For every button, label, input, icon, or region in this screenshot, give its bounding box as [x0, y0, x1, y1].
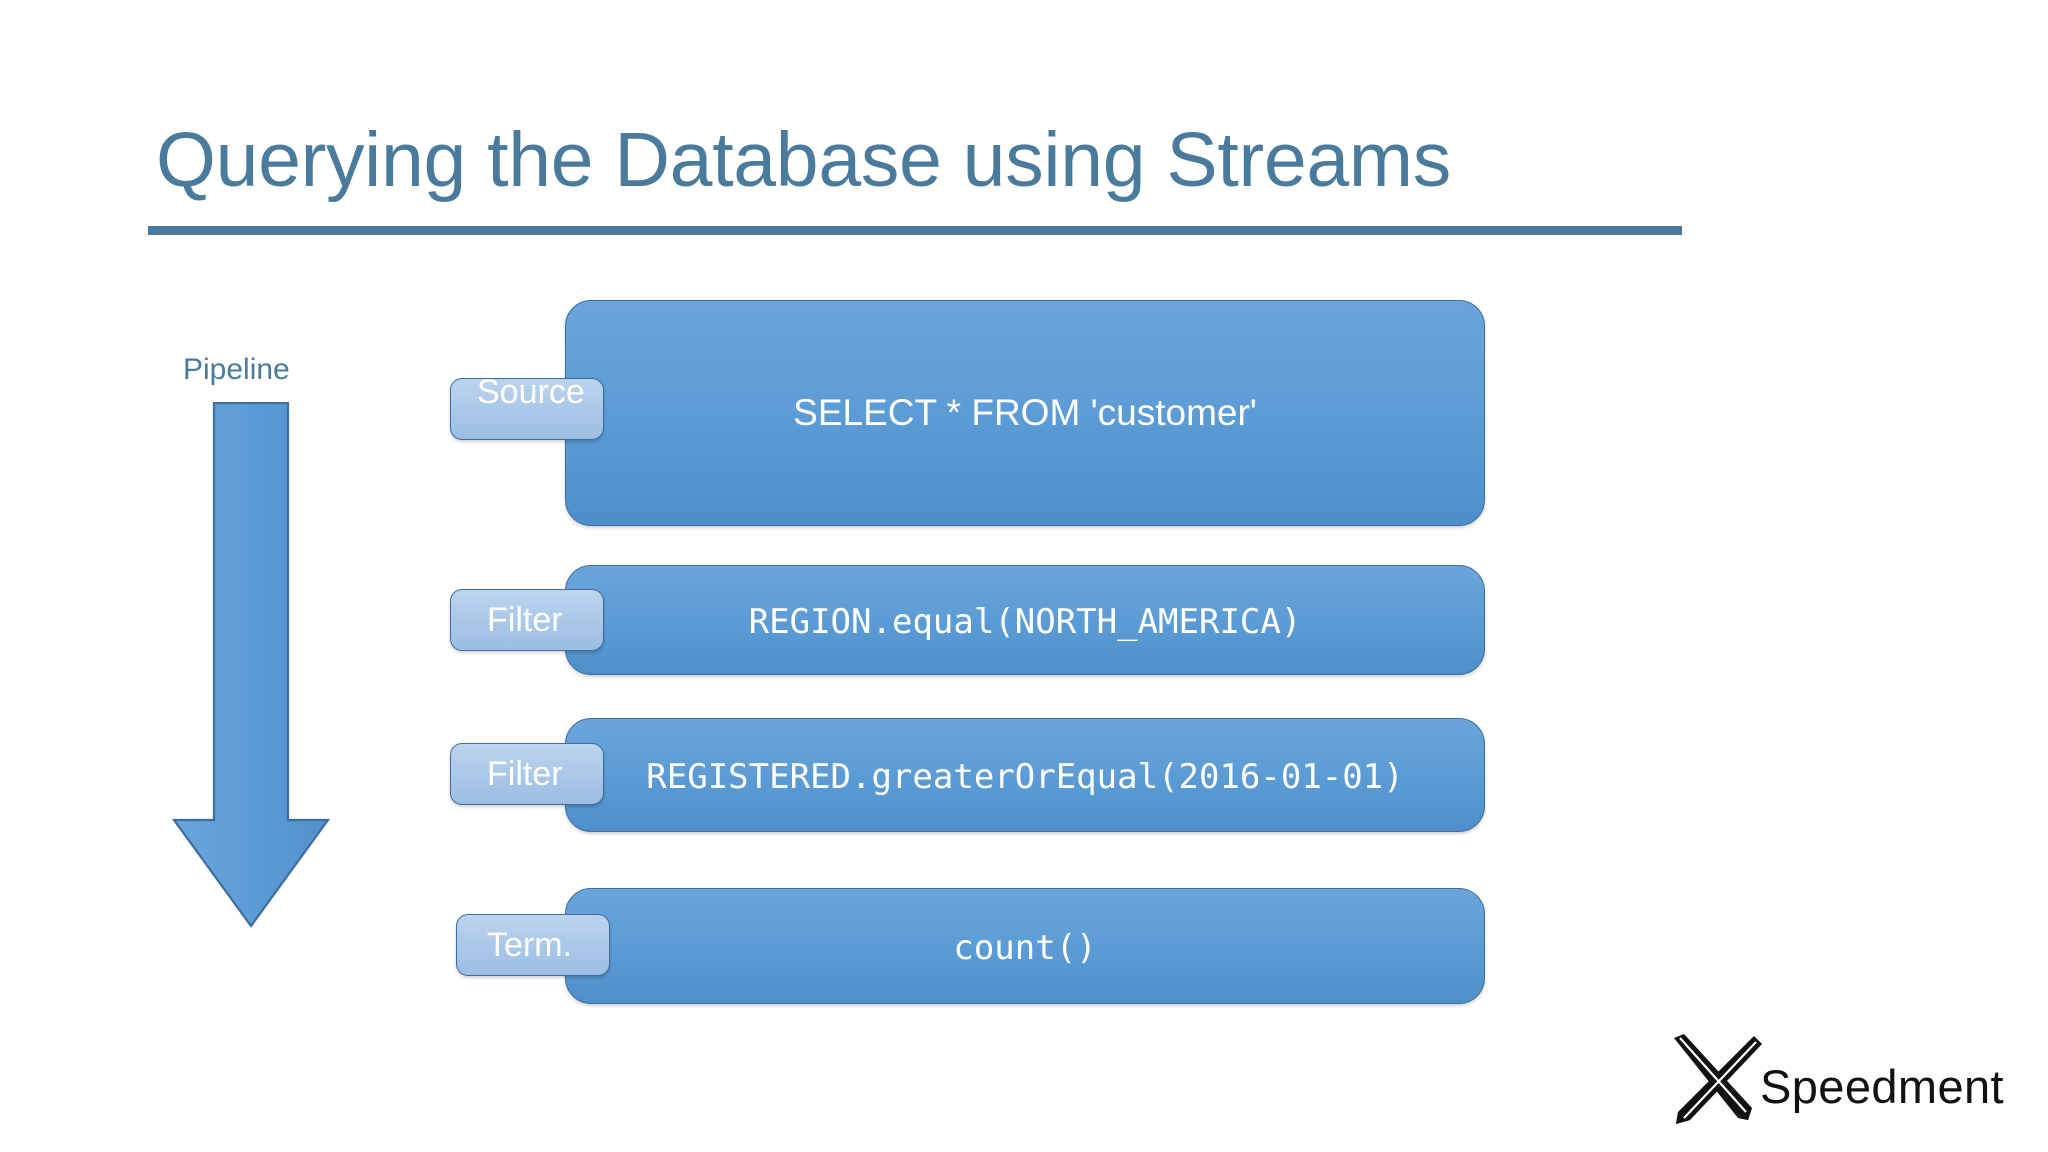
stage-tag-box[interactable] — [456, 914, 610, 976]
stage-expression-text: REGION.equal(NORTH_AMERICA) — [748, 602, 1302, 642]
stage-tag-label: Filter — [487, 755, 563, 793]
stage-expression-box[interactable] — [565, 300, 1485, 526]
stage-tag-label: Filter — [487, 601, 563, 639]
title-block: Querying the Database using Streams — [148, 108, 1688, 243]
page-title: Querying the Database using Streams — [156, 117, 1451, 203]
stage-tag-box[interactable] — [450, 378, 604, 440]
stage-expression-text: SELECT * FROM 'customer' — [793, 392, 1257, 433]
speedment-logo: Speedment — [1668, 1032, 2004, 1136]
stage-expression-text: count() — [953, 928, 1097, 968]
stage-expression-box[interactable] — [565, 888, 1485, 1004]
crossed-pens-x-icon — [1668, 1032, 1764, 1128]
stage-tag-label: Source — [477, 373, 585, 411]
title-underline-rule — [148, 226, 1682, 235]
stage-expression-box[interactable] — [565, 565, 1485, 675]
stage-expression-text: REGISTERED.greaterOrEqual(2016-01-01) — [646, 757, 1404, 797]
pipeline-label: Pipeline — [183, 353, 290, 386]
logo-wordmark: Speedment — [1760, 1060, 2004, 1113]
stage-tag-label: Term. — [487, 926, 572, 964]
pipeline-down-arrow-icon — [172, 402, 332, 930]
stage-expression-box[interactable] — [565, 718, 1485, 832]
stage-tag-box[interactable] — [450, 743, 604, 805]
stage-tag-box[interactable] — [450, 589, 604, 651]
